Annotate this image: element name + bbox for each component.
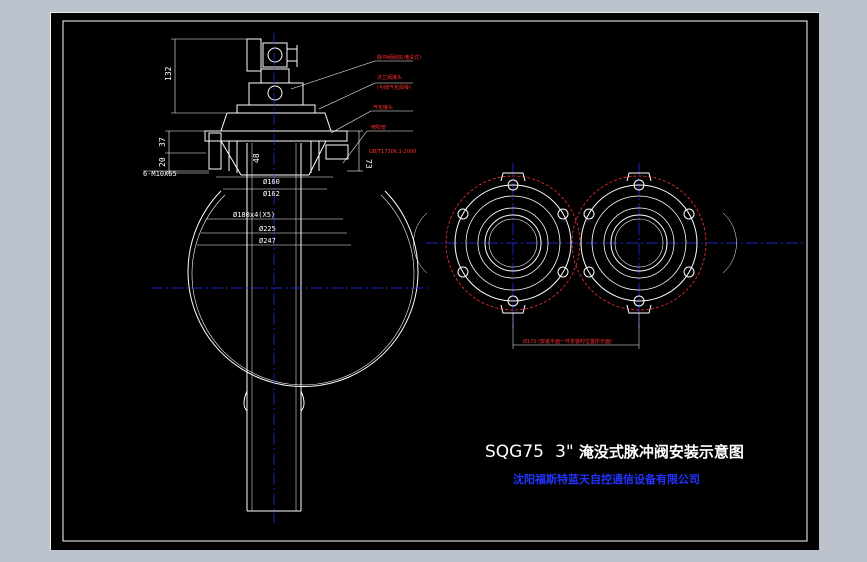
dim-d162: Ø162	[263, 190, 280, 198]
left-flange-block	[208, 132, 222, 170]
note-valve-body: 脉冲阀阀体(淹没式)	[377, 54, 421, 61]
dim-132: 132	[164, 66, 173, 81]
dim-bolts: 6-M10X65	[143, 170, 177, 178]
title-text: 淹没式脉冲阀安装示意图	[579, 443, 744, 461]
top-flange	[204, 130, 348, 142]
right-flange-block	[325, 144, 349, 160]
flange-plan-right	[571, 172, 707, 314]
note-gasket: 气包接头	[373, 104, 393, 111]
drawing-title: SQG75 3" 淹没式脉冲阀安装示意图	[485, 442, 744, 462]
dim-d247: Ø247	[259, 237, 276, 245]
dim-48: 48	[252, 153, 261, 163]
company-name: 沈阳福斯特蓝天自控通信设备有限公司	[513, 472, 700, 486]
valve-diaphragm-cover	[220, 112, 332, 132]
note-flange-sub: (与储气包焊接)	[377, 84, 411, 91]
tank-shell-inner	[191, 194, 415, 386]
note-standard: GB/T17306.1-2000	[369, 149, 416, 155]
dim-d180: Ø180x4(X5)	[233, 211, 275, 219]
side-section-view	[187, 38, 419, 512]
drawing-canvas: 132 20 37 48 73 6-M10X65 Ø160 Ø162 Ø180x…	[50, 12, 819, 550]
dim-73: 73	[364, 159, 373, 169]
note-flange: 法兰阀接头	[377, 74, 402, 81]
dim-d225: Ø225	[259, 225, 276, 233]
tank-shell	[187, 190, 419, 388]
dimension-lines	[143, 38, 363, 246]
cad-drawing: 132 20 37 48 73 6-M10X65 Ø160 Ø162 Ø180x…	[62, 20, 808, 542]
dim-plan-spacing: Ø170 (安装平面一件安装时位置所示面)	[523, 338, 612, 345]
dim-20: 20	[158, 157, 167, 167]
dim-d160: Ø160	[263, 178, 280, 186]
title-model: SQG75	[485, 442, 544, 462]
flange-plan-left	[445, 172, 581, 314]
leader-lines	[290, 60, 413, 164]
note-pipe: 喷吹管	[371, 124, 386, 131]
dim-37: 37	[158, 137, 167, 147]
top-plan-view	[413, 172, 737, 349]
title-size: 3"	[555, 442, 574, 462]
solenoid-coil	[246, 38, 262, 72]
inner-border	[62, 20, 808, 542]
